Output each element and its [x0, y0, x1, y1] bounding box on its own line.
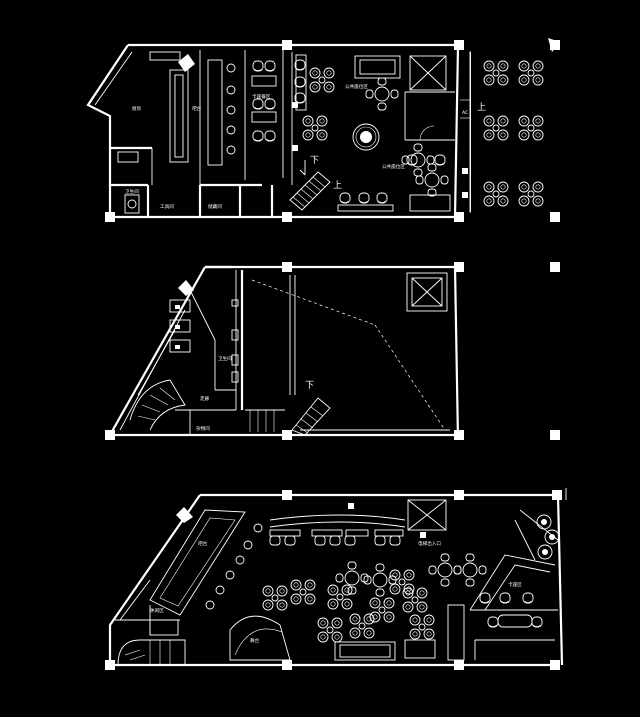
- label-bar: 吧台: [192, 105, 202, 112]
- label-up-1: 上: [333, 180, 342, 191]
- floor-plan-level-1: 厨房 吧台 卡座餐区 公共座位区 公共座位区 卫生间 工具间 储藏间 下 上 上…: [86, 38, 560, 222]
- label-dining-b: 公共座位区: [382, 163, 405, 170]
- label-booth: 卡座餐区: [252, 93, 271, 100]
- stair-icon: [289, 171, 331, 211]
- label-storage-2f: 杂物间: [196, 425, 210, 432]
- label-bar-3f: 吧台: [198, 540, 208, 547]
- label-up-2: 上: [477, 102, 486, 113]
- plant-icon: [536, 514, 560, 560]
- label-ac: AC: [462, 110, 468, 116]
- label-toilet-1f: 卫生间: [125, 188, 139, 195]
- label-store: 储藏间: [208, 203, 222, 210]
- label-corridor: 走廊: [200, 395, 210, 402]
- floor-plan-level-2: 卫生间 走廊 杂物间 下: [105, 262, 560, 441]
- label-vip: 卡座区: [508, 581, 522, 588]
- label-down-2: 下: [305, 381, 314, 391]
- label-stage: 舞台: [250, 637, 260, 644]
- label-down-1: 下: [310, 156, 319, 166]
- label-toilet-2f: 卫生间: [218, 355, 232, 362]
- label-dining-a: 公共座位区: [345, 83, 368, 90]
- floor-plan-level-3: 吧台 休闲区 舞台 电梯出入口 卡座区: [105, 488, 567, 670]
- label-entrance: 电梯出入口: [418, 540, 441, 547]
- label-lounge-3f: 休闲区: [150, 607, 164, 614]
- label-kitchen: 厨房: [132, 105, 142, 112]
- label-tools: 工具间: [160, 203, 174, 210]
- column-icon: [282, 40, 292, 50]
